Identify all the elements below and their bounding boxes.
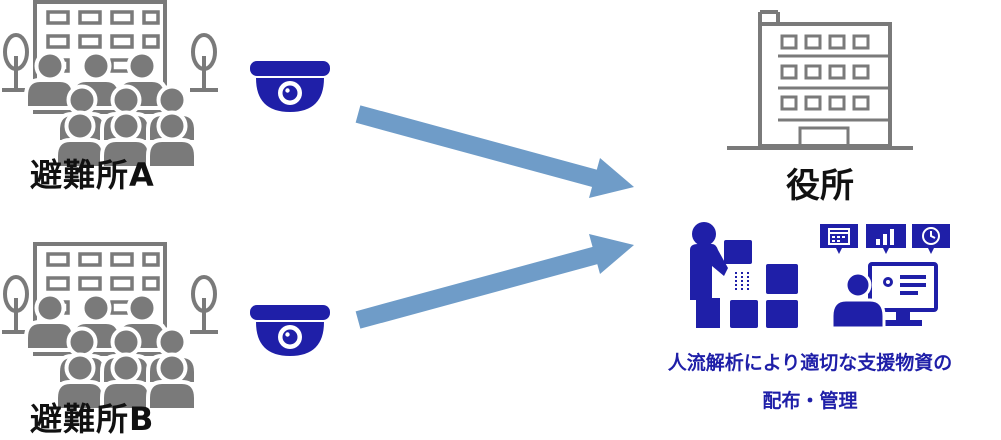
tree-icon — [188, 33, 220, 92]
monitor-person-icon — [830, 262, 938, 330]
shelter-a-label: 避難所A — [30, 156, 155, 194]
calendar-icon — [820, 224, 858, 254]
tree-icon — [0, 275, 32, 334]
arrow-icon — [355, 234, 634, 329]
office-label: 役所 — [786, 166, 854, 206]
bar-chart-icon — [866, 224, 906, 254]
shelter-b-label: 避難所B — [30, 400, 155, 438]
tree-icon — [188, 275, 220, 334]
shelter-a-group — [0, 0, 220, 170]
office-building-icon — [727, 10, 913, 150]
worker-boxes-icon — [690, 222, 798, 328]
caption-line-2: 配布・管理 — [762, 390, 858, 412]
clock-icon — [912, 224, 950, 254]
security-camera-icon — [250, 61, 330, 112]
arrow-icon — [355, 105, 634, 198]
tree-icon — [0, 33, 32, 92]
shelter-b-group — [0, 242, 220, 412]
security-camera-icon — [250, 305, 330, 356]
caption-line-1: 人流解析により適切な支援物資の — [667, 352, 953, 374]
